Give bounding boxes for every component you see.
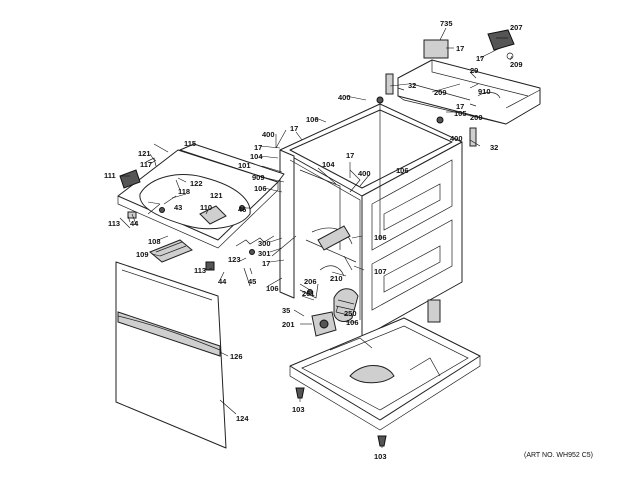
callout-910: 910 <box>478 87 491 96</box>
cabinet-body <box>279 103 463 339</box>
callout-109: 109 <box>136 250 149 259</box>
callout-17: 17 <box>456 102 464 111</box>
callout-46: 46 <box>238 205 246 214</box>
callout-735: 735 <box>440 19 453 28</box>
callout-909: 909 <box>252 173 265 182</box>
backsplash-clip <box>423 39 449 59</box>
lid-hinge-strip <box>179 143 285 183</box>
callout-35: 35 <box>282 306 290 315</box>
leveling-leg-front <box>377 435 387 447</box>
dispenser-110 <box>199 205 227 225</box>
callout-400: 400 <box>450 134 463 143</box>
callout-106: 106 <box>346 318 359 327</box>
top-cover <box>117 143 285 249</box>
callout-106: 106 <box>374 233 387 242</box>
callout-117: 117 <box>140 160 152 169</box>
callout-301: 301 <box>258 249 271 258</box>
callout-122: 122 <box>190 179 203 188</box>
callout-43: 43 <box>174 203 182 212</box>
callout-17: 17 <box>254 143 262 152</box>
callout-207: 207 <box>510 23 523 32</box>
callout-44: 44 <box>218 277 227 286</box>
callout-400: 400 <box>338 93 351 102</box>
callout-113: 113 <box>194 266 206 275</box>
callout-107: 107 <box>374 267 387 276</box>
art-number-note: (ART NO. WH952 C5) <box>524 452 593 459</box>
callout-210: 210 <box>330 274 343 283</box>
base-frame <box>289 299 481 447</box>
callout-labels: 735 207 17 17 209 29 32 209 910 17 200 1… <box>104 19 593 461</box>
callout-121: 121 <box>210 191 223 200</box>
callout-123: 123 <box>228 255 241 264</box>
callout-17: 17 <box>456 44 464 53</box>
callout-250: 250 <box>344 309 357 318</box>
callout-209: 209 <box>510 60 523 69</box>
callout-110: 110 <box>200 203 212 212</box>
hinge-block-109 <box>149 239 193 263</box>
callout-124: 124 <box>236 414 249 423</box>
springs <box>235 235 297 257</box>
callout-113: 113 <box>108 219 120 228</box>
control-panel-backsplash <box>397 29 541 125</box>
callout-17: 17 <box>476 54 484 63</box>
callout-17: 17 <box>290 124 298 133</box>
callout-400: 400 <box>262 130 275 139</box>
callout-115: 115 <box>184 139 196 148</box>
callout-45: 45 <box>248 277 256 286</box>
callout-29: 29 <box>470 66 478 75</box>
callout-106: 106 <box>254 184 267 193</box>
callout-105: 105 <box>454 109 467 118</box>
callout-209: 209 <box>434 88 447 97</box>
callout-101: 101 <box>238 161 251 170</box>
callout-126: 126 <box>230 352 243 361</box>
callout-200: 200 <box>470 113 483 122</box>
callout-17: 17 <box>262 259 270 268</box>
callout-32: 32 <box>490 143 498 152</box>
callout-121: 121 <box>138 149 151 158</box>
callout-103: 103 <box>374 452 387 461</box>
leader-lines <box>120 27 513 448</box>
callout-17: 17 <box>346 151 354 160</box>
callout-106: 106 <box>266 284 279 293</box>
callout-103: 103 <box>292 405 305 414</box>
front-panel <box>115 261 227 449</box>
callout-118: 118 <box>178 187 190 196</box>
callout-261: 261 <box>302 289 315 298</box>
callout-104: 104 <box>322 160 335 169</box>
callout-400: 400 <box>358 169 371 178</box>
callout-206: 206 <box>304 277 317 286</box>
lid-switch-111 <box>119 169 141 189</box>
callout-104: 104 <box>250 152 263 161</box>
callout-106: 106 <box>396 166 409 175</box>
callout-32: 32 <box>408 81 416 90</box>
leveling-leg-left <box>295 387 305 399</box>
callout-108: 108 <box>148 237 161 246</box>
callout-201: 201 <box>282 320 295 329</box>
callout-111: 111 <box>104 171 116 180</box>
callout-44: 44 <box>130 219 139 228</box>
callout-106: 106 <box>306 115 319 124</box>
callout-300: 300 <box>258 239 271 248</box>
wire-connector-207 <box>487 29 515 51</box>
